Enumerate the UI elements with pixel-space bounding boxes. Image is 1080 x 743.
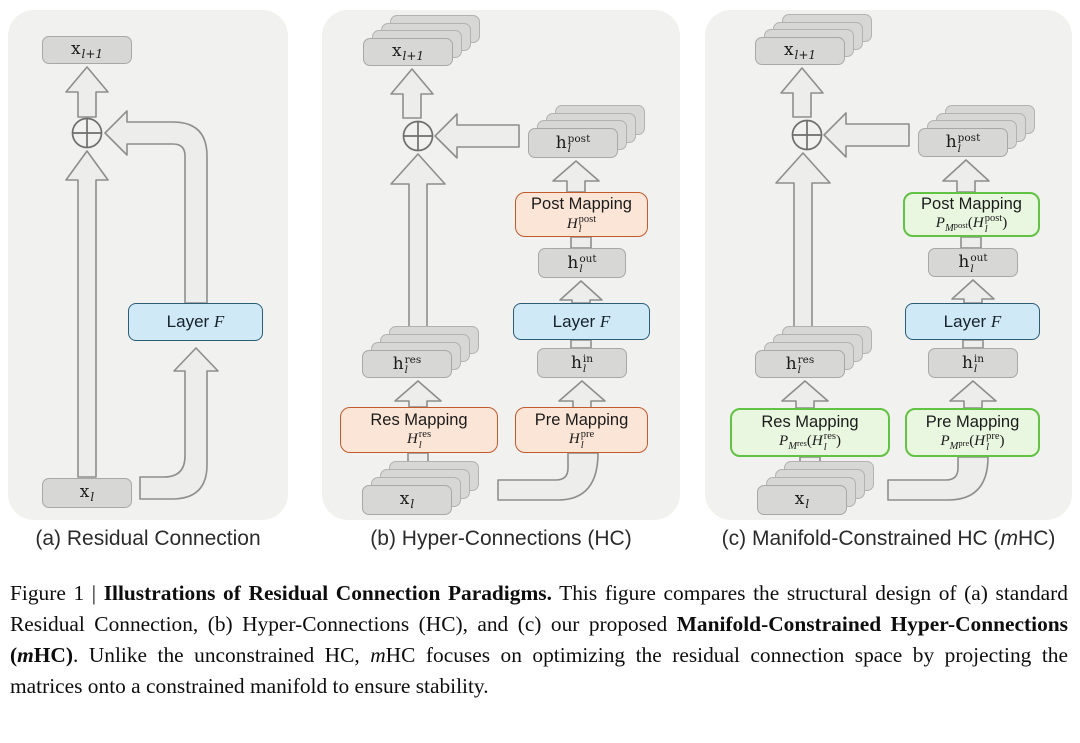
layer-box: Layer F — [128, 303, 263, 341]
plus-circle-icon — [791, 119, 823, 151]
panel-c-arrows — [775, 67, 997, 501]
input-box: xl — [757, 485, 847, 515]
arrow-hpost-to-sum — [823, 112, 910, 158]
input-box: xl — [362, 485, 452, 515]
layer-label: Layer F — [552, 311, 611, 331]
arrow-layer-to-hout — [951, 279, 995, 304]
plus-circle-icon — [71, 117, 103, 149]
arrow-hres-to-sum — [775, 152, 831, 347]
output-box: xl+1 — [755, 37, 845, 65]
figure-caption: Figure 1 | Illustrations of Residual Con… — [10, 581, 1068, 698]
ribbon-input-to-premap — [887, 456, 989, 501]
connector-hout-to-postmap — [960, 236, 982, 249]
pre-mapping-title: Pre Mapping — [925, 412, 1020, 431]
arrow-premap-to-hin — [558, 380, 606, 409]
arrow-resmap-to-hres — [781, 380, 829, 409]
arrow-layer-to-hout — [559, 280, 603, 304]
subcaption-b: (b) Hyper-Connections (HC) — [370, 527, 632, 550]
arrow-sum-to-output — [780, 67, 824, 118]
layer-box: Layer F — [513, 303, 650, 340]
arrow-hres-to-sum — [390, 153, 446, 347]
panel-residual-connection: xl+1 Layer F xl — [8, 10, 288, 520]
connector-hin-to-layer — [570, 339, 592, 349]
layer-box: Layer F — [905, 303, 1040, 340]
input-label: xl — [79, 482, 95, 504]
arrow-premap-to-hin — [949, 380, 997, 409]
output-label: xl+1 — [783, 40, 817, 62]
output-label: xl+1 — [391, 41, 425, 63]
panel-a-arrows — [65, 66, 219, 500]
subcaption-c: (c) Manifold-Constrained HC (mHC) — [721, 527, 1056, 550]
arrow-resmap-to-hres — [394, 380, 442, 408]
ribbon-input-to-premap — [497, 452, 599, 501]
post-mapping-title: Post Mapping — [921, 194, 1022, 213]
input-label: xl — [399, 489, 415, 511]
plus-circle-icon — [402, 120, 434, 152]
res-mapping-title: Res Mapping — [761, 412, 859, 431]
pre-mapping-title: Pre Mapping — [534, 410, 629, 429]
layer-label: Layer F — [943, 311, 1002, 331]
connector-hout-to-postmap — [570, 236, 592, 249]
arrow-sum-to-output — [65, 66, 109, 118]
layer-label: Layer F — [166, 312, 225, 331]
arrow-input-to-layer — [139, 347, 219, 500]
post-mapping-title: Post Mapping — [531, 195, 632, 214]
subcaption-a: (a) Residual Connection — [35, 527, 261, 550]
output-box: xl+1 — [363, 38, 453, 66]
output-label: xl+1 — [70, 39, 104, 61]
connector-hin-to-layer — [962, 339, 984, 349]
res-mapping-title: Res Mapping — [370, 410, 468, 429]
input-box: xl — [42, 478, 132, 508]
output-box: xl+1 — [42, 36, 132, 64]
input-label: xl — [794, 489, 810, 511]
arrow-hpost-to-sum — [434, 113, 520, 159]
arrow-sum-to-output — [390, 68, 434, 119]
arrow-layer-to-sum — [104, 110, 208, 304]
arrow-residual-to-sum — [65, 150, 109, 478]
arrow-postmap-to-hpost — [552, 160, 600, 193]
arrow-postmap-to-hpost — [942, 159, 990, 193]
